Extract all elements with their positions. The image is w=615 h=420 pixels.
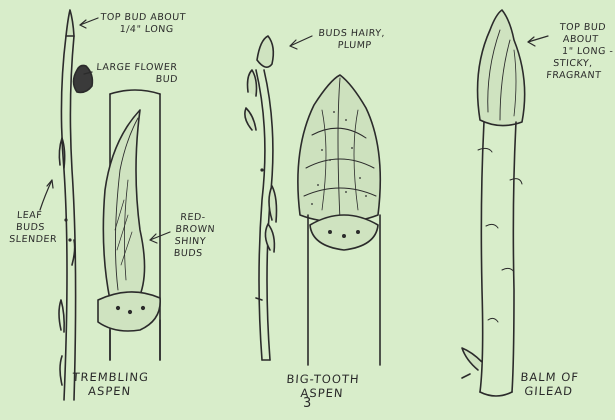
bigtooth-aspen-enlarged-bud — [298, 75, 380, 365]
label-line: STICKY, — [547, 58, 613, 70]
species-name-line: BIG-TOOTH — [286, 372, 360, 386]
label-line: BUDS — [10, 222, 59, 234]
label-line: BROWN — [175, 224, 215, 236]
annotation-arrow-bigtooth — [290, 36, 312, 49]
label-line: RED- — [176, 212, 216, 224]
label-line: SHINY — [174, 236, 214, 248]
trembling-aspen-enlarged-bud — [98, 90, 160, 360]
species-name-line: BALM OF — [520, 370, 579, 384]
label-buds-hairy-plump: BUDS HAIRY, PLUMP — [317, 28, 385, 52]
name-bigtooth-aspen: BIG-TOOTH ASPEN — [285, 372, 360, 400]
bigtooth-aspen-twig — [245, 36, 277, 360]
label-line: PLUMP — [317, 40, 384, 52]
annotation-arrow-balm — [528, 36, 548, 46]
label-leaf-buds-slender: LEAF BUDS SLENDER — [9, 210, 59, 246]
name-balm-of-gilead: BALM OF GILEAD — [519, 370, 579, 398]
label-line: TOP BUD — [549, 22, 615, 34]
species-name-line: GILEAD — [519, 384, 578, 398]
label-trembling-top-bud: TOP BUD ABOUT 1/4" LONG — [99, 12, 186, 36]
label-line: TOP BUD ABOUT — [100, 12, 186, 24]
species-name-line: ASPEN — [285, 386, 359, 400]
label-line: LEAF — [10, 210, 59, 222]
label-line: LARGE FLOWER — [96, 62, 179, 74]
label-balm-top-bud: TOP BUD ABOUT 1" LONG - STICKY, FRAGRANT — [546, 22, 615, 82]
species-name-line: ASPEN — [71, 384, 148, 398]
label-line: BUDS HAIRY, — [318, 28, 385, 40]
name-trembling-aspen: TREMBLING ASPEN — [71, 370, 149, 398]
label-line: SLENDER — [9, 234, 58, 246]
label-line: 1" LONG - — [548, 46, 614, 58]
label-line: BUDS — [173, 248, 213, 260]
label-red-brown-shiny-buds: RED- BROWN SHINY BUDS — [173, 212, 216, 260]
label-line: ABOUT — [548, 34, 614, 46]
label-line: FRAGRANT — [546, 70, 612, 82]
label-large-flower-bud: LARGE FLOWER BUD — [95, 62, 179, 86]
balm-of-gilead-twig — [462, 10, 525, 396]
species-name-line: TREMBLING — [72, 370, 149, 384]
trembling-aspen-twig — [59, 10, 92, 400]
page-number: 3 — [303, 398, 311, 410]
label-line: 1/4" LONG — [99, 24, 185, 36]
label-line: BUD — [95, 74, 178, 86]
